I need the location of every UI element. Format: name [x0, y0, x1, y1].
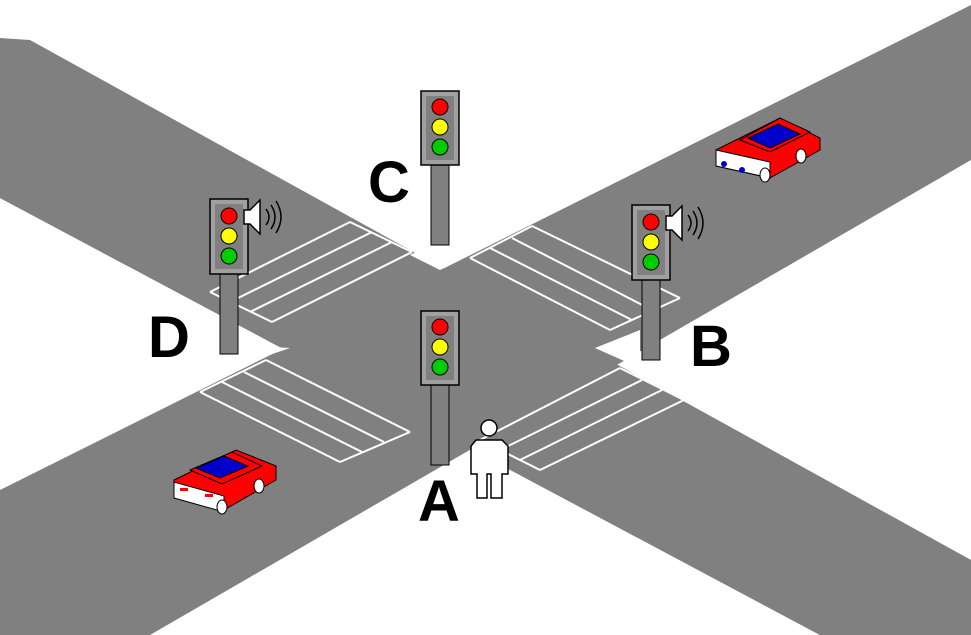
label-b: B — [690, 314, 732, 379]
crosswalk-north-west — [209, 221, 413, 323]
label-d: D — [148, 305, 190, 370]
corner-east — [595, 330, 640, 368]
pole-c — [430, 164, 450, 246]
traffic-light-d — [209, 198, 282, 355]
pedestrian-icon — [470, 419, 509, 499]
pole-d — [219, 273, 239, 355]
pole-b — [641, 279, 661, 361]
traffic-light-a — [420, 310, 460, 466]
crosswalk-south-west — [199, 359, 411, 463]
label-c: C — [368, 150, 410, 215]
corner-north — [410, 240, 470, 270]
car-icon — [715, 117, 821, 183]
pole-a — [430, 384, 450, 466]
car-icon — [173, 449, 277, 515]
sidewalk-corners — [240, 240, 640, 368]
speaker-icon — [665, 204, 704, 242]
speaker-icon — [243, 198, 282, 236]
corner-west — [240, 345, 290, 365]
label-a: A — [418, 469, 460, 534]
traffic-light-c — [420, 90, 460, 246]
roads — [0, 5, 971, 635]
traffic-light-b — [631, 204, 704, 361]
